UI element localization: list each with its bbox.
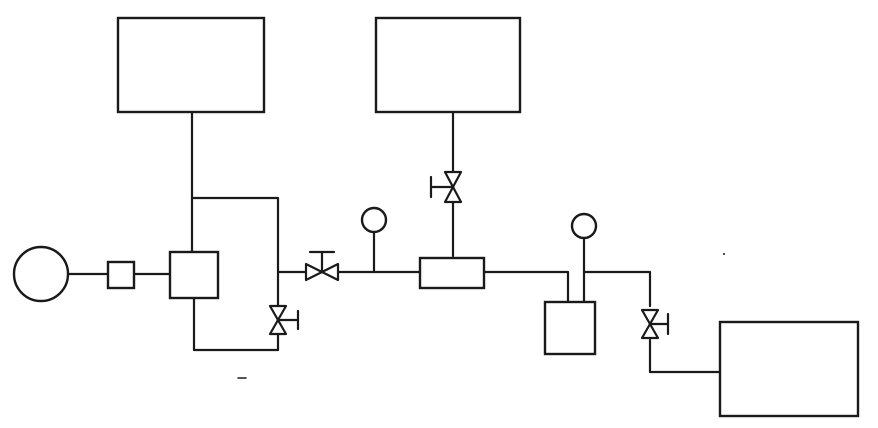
tank-left <box>116 16 266 114</box>
gauge-2 <box>570 212 598 240</box>
upper-valve-body-bottom <box>443 185 463 204</box>
pipe-bypass <box>190 196 280 352</box>
pipe-to-outlet-valve <box>582 270 652 308</box>
pipe-outlet-to-tank-right <box>648 338 722 374</box>
upper-valve-body-top <box>443 170 463 189</box>
stray-dot <box>723 253 725 255</box>
junction-box <box>168 250 220 300</box>
bypass-valve <box>268 304 300 336</box>
manifold <box>418 256 486 290</box>
filter <box>106 260 136 290</box>
pipe-manifold-to-receiver <box>482 270 570 304</box>
outlet-valve <box>640 308 670 340</box>
main-valve <box>304 250 340 282</box>
pipes <box>66 110 722 374</box>
outlet-valve-body-bottom <box>640 322 660 340</box>
main-valve-body-left <box>304 262 324 282</box>
receiver-box <box>543 300 597 356</box>
main-valve-body-right <box>320 262 340 282</box>
outlet-valve-body-top <box>640 308 660 326</box>
upper-valve <box>429 170 463 204</box>
tank-right <box>718 320 860 418</box>
tank-middle <box>374 16 522 114</box>
pressure-gauge-1 <box>360 206 388 234</box>
pump <box>12 245 70 303</box>
bypass-valve-body-top <box>268 304 288 322</box>
bypass-valve-body-bottom <box>268 318 288 336</box>
